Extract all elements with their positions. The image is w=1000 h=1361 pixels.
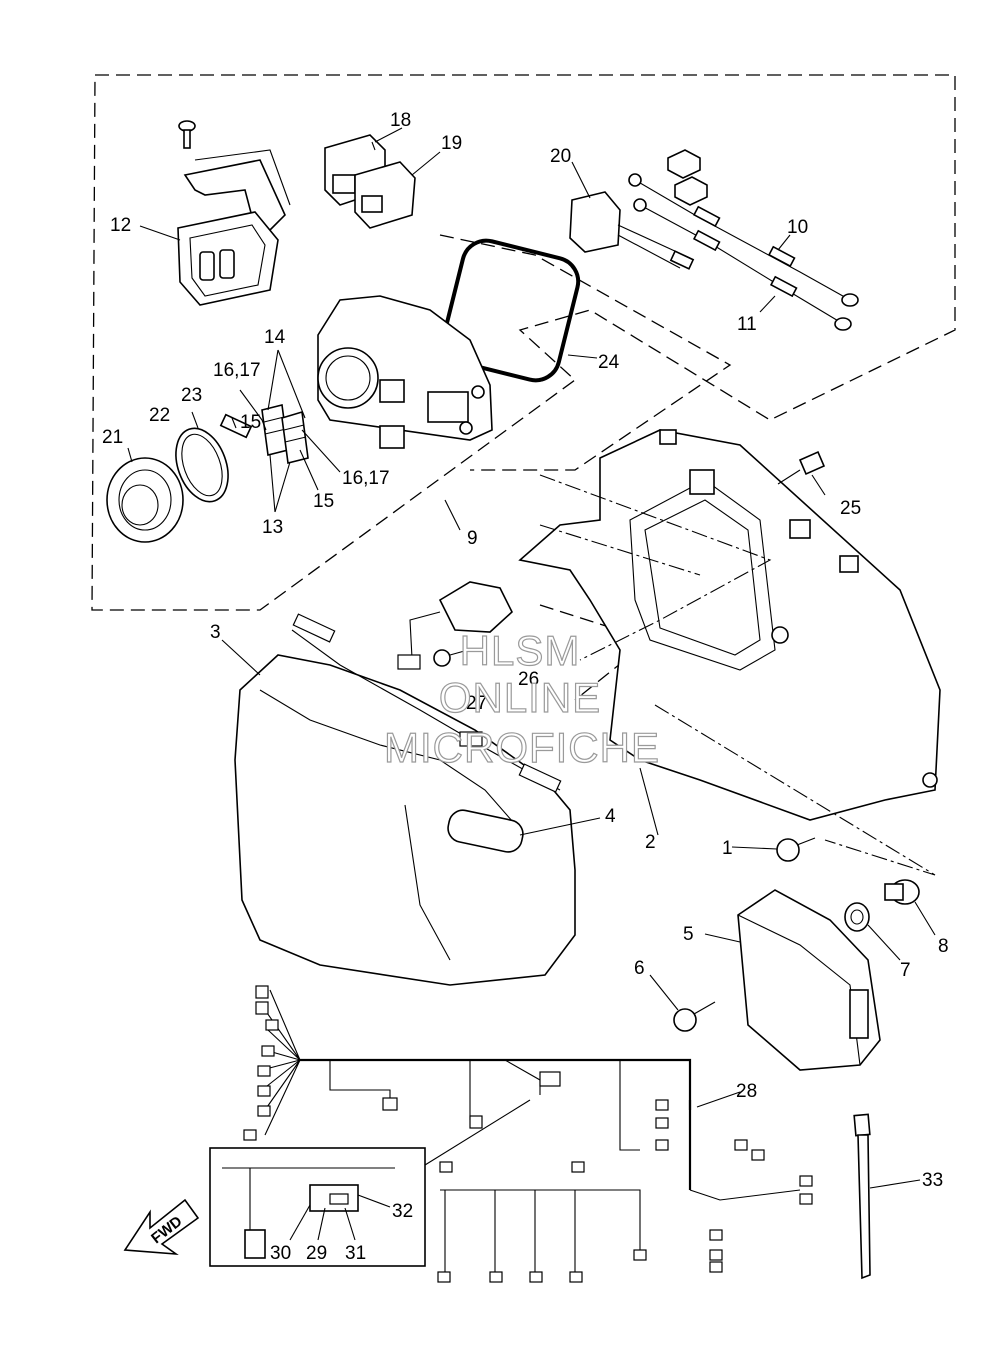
callout-21: 21 <box>102 427 123 448</box>
callout-9: 9 <box>467 528 478 549</box>
callout-11: 11 <box>737 314 757 335</box>
callout-31: 31 <box>345 1243 366 1264</box>
callout-23: 23 <box>181 385 202 406</box>
watermark-line1: HLSM <box>460 627 581 674</box>
cable-10 <box>628 173 859 307</box>
o-ring-22 <box>175 427 229 503</box>
electrical-box <box>317 295 493 449</box>
gasket-24 <box>441 238 581 383</box>
watermark: HLSM ONLINE MICROFICHE <box>383 626 660 771</box>
guide-line-3 <box>539 524 701 576</box>
cap-21 <box>106 457 184 543</box>
callout-25: 25 <box>840 498 861 519</box>
sensor-26 <box>397 581 513 670</box>
callout-3: 3 <box>210 622 221 643</box>
label-plate-4 <box>447 809 524 853</box>
cable-11 <box>633 198 852 331</box>
guide-line-2 <box>654 704 936 876</box>
callout-15-left: 15 <box>240 412 261 433</box>
callout-16-17-left: 16,17 <box>213 360 261 381</box>
callout-2: 2 <box>645 832 656 853</box>
callout-22: 22 <box>149 405 170 426</box>
callout-7: 7 <box>900 960 911 981</box>
sensor-20 <box>569 191 695 270</box>
watermark-line2: ONLINE <box>439 674 601 721</box>
callout-16-17-right: 16,17 <box>342 468 390 489</box>
bolt-27 <box>433 649 469 667</box>
assembly-boundary-inner <box>439 234 732 471</box>
callout-29: 29 <box>306 1243 327 1264</box>
screw-top <box>178 120 196 149</box>
callout-28: 28 <box>736 1081 757 1102</box>
cover-cable <box>291 613 562 793</box>
callout-18: 18 <box>390 110 411 131</box>
bolt-1 <box>776 837 816 862</box>
damper-7 <box>844 902 870 932</box>
callout-8: 8 <box>938 936 949 957</box>
callout-20: 20 <box>550 146 571 167</box>
callout-24: 24 <box>598 352 620 373</box>
callout-14: 14 <box>264 327 286 348</box>
relay-19 <box>354 161 416 229</box>
callout-5: 5 <box>683 924 694 945</box>
box-cover-3 <box>234 654 576 986</box>
wire-harness-28 <box>243 985 813 1283</box>
callout-12: 12 <box>110 215 131 236</box>
callout-27: 27 <box>466 693 487 714</box>
callout-4: 4 <box>605 806 616 827</box>
callout-10: 10 <box>787 217 808 238</box>
callout-13: 13 <box>262 517 283 538</box>
callout-30: 30 <box>270 1243 291 1264</box>
bolt-25 <box>777 450 826 485</box>
electrical-cover <box>177 211 279 306</box>
callout-15-right: 15 <box>313 491 334 512</box>
cable-tie-33 <box>853 1113 871 1280</box>
leader-lines <box>127 127 936 1241</box>
clip-23 <box>219 413 253 439</box>
callout-33: 33 <box>922 1170 943 1191</box>
watermark-line3: MICROFICHE <box>384 724 660 771</box>
collar-8 <box>884 879 920 905</box>
fittings <box>667 149 708 206</box>
fuse-block-b <box>281 410 309 464</box>
callout-19: 19 <box>441 133 462 154</box>
box-housing <box>518 429 941 821</box>
guide-line-1 <box>539 474 772 661</box>
callout-1: 1 <box>722 838 733 859</box>
ecu-5 <box>737 889 881 1071</box>
callout-6: 6 <box>634 958 645 979</box>
bolt-6 <box>673 1001 716 1032</box>
callout-26: 26 <box>518 669 539 690</box>
assembly-boundary-outer <box>91 74 956 611</box>
fwd-arrow: FWD <box>123 1198 200 1256</box>
callout-32: 32 <box>392 1201 413 1222</box>
